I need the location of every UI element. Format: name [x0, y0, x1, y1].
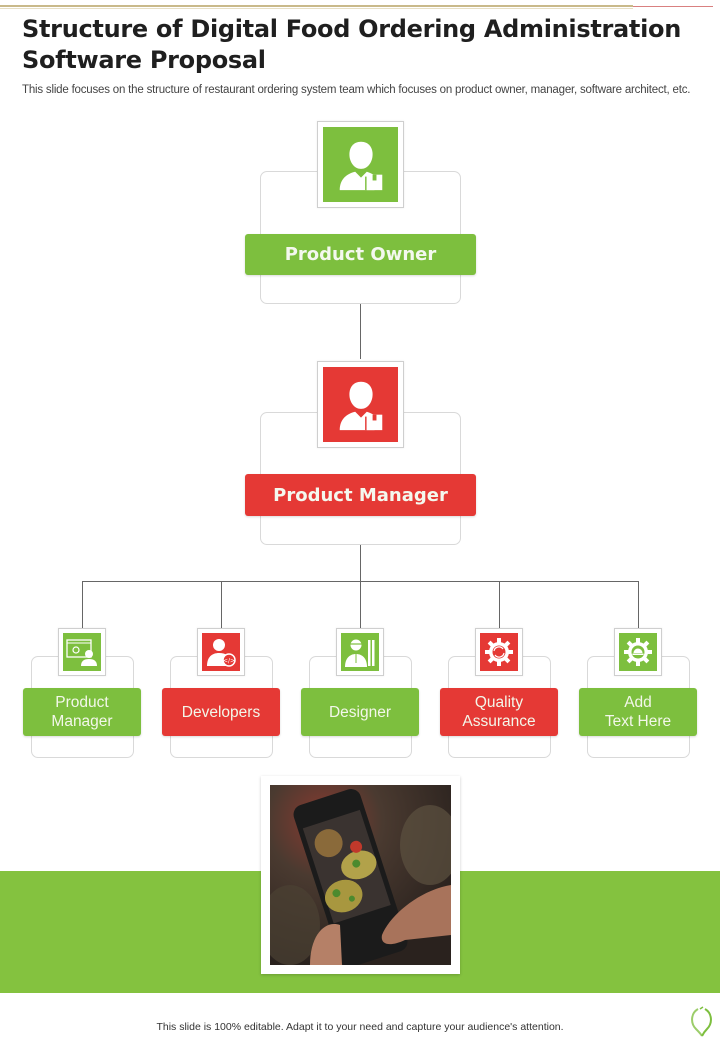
- connector-drop-4: [499, 581, 500, 629]
- connector-drop-5: [638, 581, 639, 629]
- product-owner-label: Product Owner: [245, 234, 476, 275]
- designer-icon: [341, 633, 379, 671]
- team-icon-tile: </>: [197, 628, 245, 676]
- page-title: Structure of Digital Food Ordering Admin…: [22, 15, 681, 74]
- food-ordering-photo: [270, 785, 451, 965]
- presentation-manager-icon: [63, 633, 101, 671]
- connector-drop-2: [221, 581, 222, 629]
- team-label-product-manager: Product Manager: [23, 688, 141, 736]
- connector-manager-trunk: [360, 545, 361, 581]
- team-label-add-text: Add Text Here: [579, 688, 697, 736]
- connector-drop-1: [82, 581, 83, 629]
- product-manager-icon-tile: [317, 361, 404, 448]
- product-owner-icon-tile: [317, 121, 404, 208]
- team-icon-tile: [336, 628, 384, 676]
- developer-code-icon: </>: [202, 633, 240, 671]
- top-rule-secondary: [0, 8, 633, 9]
- page-subtitle: This slide focuses on the structure of r…: [22, 84, 691, 96]
- photo-frame: [261, 776, 460, 974]
- team-icon-tile: [614, 628, 662, 676]
- connector-owner-manager: [360, 304, 361, 359]
- top-rule: [0, 5, 633, 7]
- footer-note: This slide is 100% editable. Adapt it to…: [156, 1021, 564, 1033]
- product-manager-label: Product Manager: [245, 474, 476, 516]
- gear-cloche-icon: [619, 633, 657, 671]
- connector-drop-3: [360, 581, 361, 629]
- svg-text:</>: </>: [223, 658, 235, 665]
- team-label-designer: Designer: [301, 688, 419, 736]
- businessman-icon: [323, 127, 398, 202]
- team-label-quality-assurance: Quality Assurance: [440, 688, 558, 736]
- leaf-logo-icon: [688, 1005, 716, 1037]
- team-icon-tile: [58, 628, 106, 676]
- team-label-developers: Developers: [162, 688, 280, 736]
- businessman-icon: [323, 367, 398, 442]
- gear-cycle-icon: [480, 633, 518, 671]
- top-rule-accent: [633, 6, 713, 7]
- team-icon-tile: [475, 628, 523, 676]
